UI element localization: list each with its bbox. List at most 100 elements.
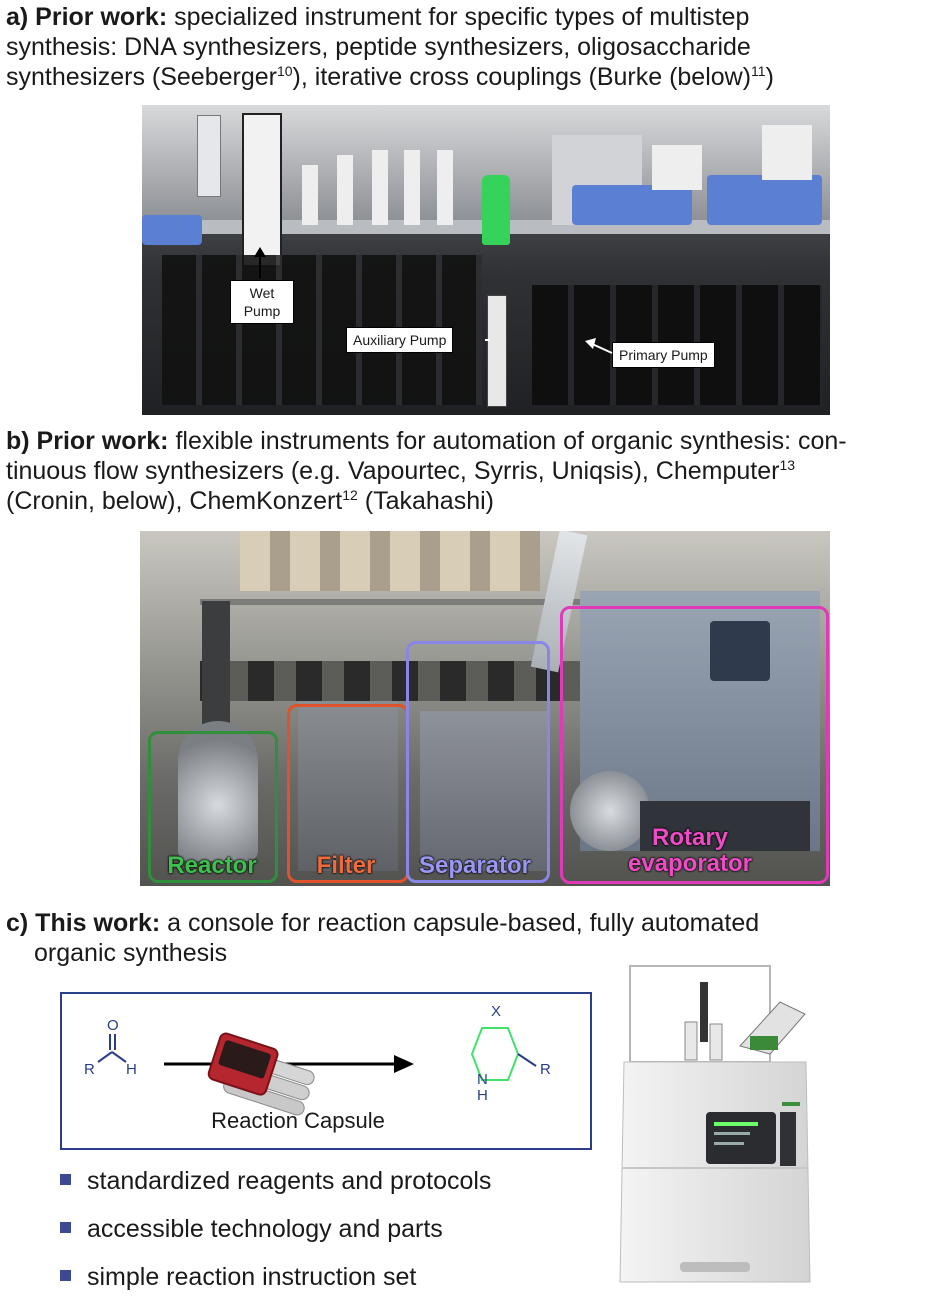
- syringe: [372, 150, 388, 225]
- console-body: [619, 1061, 811, 1283]
- chemputer-photo: Reactor Filter Separator Rotary evaporat…: [140, 531, 830, 886]
- reaction-vessel: [652, 145, 702, 190]
- bullet-item: standardized reagents and protocols: [60, 1166, 491, 1196]
- rotary-evaporator-region: [560, 606, 829, 884]
- section-a-heading: a) Prior work: specialized instrument fo…: [6, 2, 938, 92]
- reaction-vessel: [762, 125, 812, 180]
- atom-h-n: H: [477, 1087, 488, 1104]
- arrow-head: [585, 338, 596, 349]
- section-b-ref-1: 13: [779, 457, 796, 473]
- capsule-caption: Reaction Capsule: [211, 1108, 385, 1133]
- primary-pump-label: Primary Pump: [612, 342, 715, 368]
- section-b-text-4: (Takahashi): [357, 487, 494, 515]
- bullet-text: simple reaction instruction set: [87, 1263, 417, 1291]
- rotary-evaporator-label: Rotary evaporator: [610, 825, 770, 877]
- atom-n: N: [477, 1071, 488, 1088]
- arrow-head: [254, 247, 266, 257]
- reactor-region: [148, 731, 278, 883]
- vial: [684, 1021, 698, 1061]
- capsule-window: [218, 1040, 271, 1079]
- syringe: [302, 165, 318, 225]
- green-reagent-bottle: [482, 175, 510, 245]
- section-b-text-3: (Cronin, below), ChemKonzert: [6, 487, 343, 515]
- atom-r: R: [84, 1061, 95, 1078]
- syringe: [437, 150, 453, 225]
- reactor-column: [202, 601, 230, 741]
- console-screen: [706, 1112, 776, 1164]
- water-bath: [640, 801, 810, 851]
- reaction-scheme: O R H X N H R Reaction Capsule: [84, 1003, 551, 1133]
- section-b-heading: b) Prior work: flexible instruments for …: [6, 426, 938, 516]
- rotary-label-line-2: evaporator: [627, 850, 753, 877]
- aldehyde-structure: O R H: [84, 1017, 137, 1078]
- bullet-text: accessible technology and parts: [87, 1215, 443, 1243]
- bullet-item: accessible technology and parts: [60, 1214, 443, 1244]
- section-a-ref-1: 10: [276, 63, 293, 79]
- console-handle: [680, 1262, 750, 1272]
- atom-x: X: [491, 1003, 501, 1020]
- atom-o: O: [107, 1017, 119, 1034]
- section-a-label: a) Prior work:: [6, 3, 168, 31]
- reaction-scheme-box: O R H X N H R Reaction Capsule: [60, 992, 592, 1150]
- section-b-text-2: tinuous flow synthesizers (e.g. Vapourte…: [6, 457, 780, 485]
- screen-line: [714, 1142, 744, 1145]
- auxiliary-pump-syringe: [487, 295, 507, 407]
- bullet-square-icon: [60, 1270, 71, 1281]
- bullet-item: simple reaction instruction set: [60, 1262, 416, 1292]
- section-b-text-1: flexible instruments for automation of o…: [168, 427, 847, 455]
- reactor-label: Reactor: [167, 852, 257, 879]
- section-a-text-2: synthesis: DNA synthesizers, peptide syn…: [6, 33, 751, 61]
- console-antenna: [700, 982, 708, 1042]
- status-light: [782, 1102, 800, 1106]
- pointer-arrows: [254, 247, 613, 354]
- rotary-label-line-1: Rotary: [651, 824, 729, 851]
- screen-line: [714, 1132, 750, 1135]
- reaction-arrow-head: [394, 1055, 414, 1073]
- synthesis-console-image: [619, 965, 811, 1283]
- bond: [517, 1053, 537, 1067]
- bond: [97, 1051, 113, 1063]
- section-a-ref-2: 11: [751, 63, 766, 79]
- reaction-capsule-icon: [207, 1032, 315, 1116]
- stir-plate: [707, 175, 822, 225]
- filter-unit: [298, 701, 398, 871]
- control-panel: [710, 621, 770, 681]
- section-b-label: b) Prior work:: [6, 427, 169, 455]
- separator-region: [406, 641, 550, 883]
- piperazine-product: X N H R: [470, 1003, 551, 1104]
- section-b-ref-2: 12: [342, 487, 358, 503]
- console-side-panel: [780, 1112, 796, 1166]
- reactor-flask: [178, 721, 258, 861]
- section-a-text-4: ), iterative cross couplings (Burke (bel…: [292, 63, 752, 91]
- separator-unit: [420, 711, 550, 871]
- vial: [709, 1023, 723, 1061]
- capsule-slot: [750, 1036, 778, 1050]
- separator-label: Separator: [418, 852, 532, 879]
- syringe: [197, 115, 221, 197]
- atom-r-product: R: [540, 1061, 551, 1078]
- section-a-text-5: ): [765, 63, 774, 91]
- auxiliary-pump-label: Auxiliary Pump: [346, 327, 454, 353]
- bullet-square-icon: [60, 1174, 71, 1185]
- stir-plate: [572, 185, 692, 225]
- burke-synthesizer-photo: Wet Pump Auxiliary Pump Primary Pump: [142, 105, 830, 415]
- wet-pump-syringe: [242, 113, 282, 267]
- wet-pump-label: Wet Pump: [230, 280, 294, 324]
- evaporator-flask: [570, 771, 650, 851]
- product-ring: [470, 1027, 520, 1081]
- section-c-heading: c) This work: a console for reaction cap…: [6, 908, 938, 968]
- bullet-text: standardized reagents and protocols: [87, 1167, 492, 1195]
- section-c-label: c) This work:: [6, 909, 161, 937]
- syringe: [404, 150, 420, 225]
- atom-h: H: [126, 1061, 137, 1078]
- filter-label: Filter: [316, 852, 376, 879]
- screen-bar: [714, 1122, 758, 1126]
- section-c-text-2: organic synthesis: [34, 939, 228, 967]
- stir-plate: [142, 215, 202, 245]
- bond: [111, 1051, 127, 1063]
- syringe: [337, 155, 353, 225]
- section-a-text-3: synthesizers (Seeberger: [6, 63, 277, 91]
- rail: [200, 599, 680, 605]
- section-c-text-1: a console for reaction capsule-based, fu…: [160, 909, 760, 937]
- section-a-text-1: specialized instrument for specific type…: [167, 3, 750, 31]
